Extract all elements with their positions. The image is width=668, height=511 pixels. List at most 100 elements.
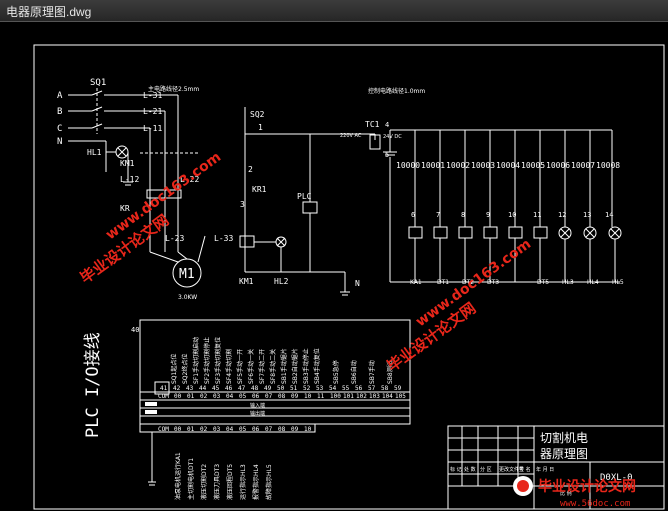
svg-text:45: 45 — [212, 385, 220, 392]
line-l21: L-21 — [143, 107, 162, 116]
svg-text:SB6自动: SB6自动 — [350, 360, 358, 384]
plc-label: PLC — [297, 192, 312, 201]
line-l23: L-23 — [165, 234, 184, 243]
contact-10003: 10003 — [471, 161, 495, 170]
line-l31: L-31 — [143, 91, 162, 100]
footer-brand: 毕业设计论文网 www.56doc.com — [513, 476, 636, 509]
hl2-label: HL2 — [274, 277, 289, 286]
svg-text:SB4手动复位: SB4手动复位 — [313, 348, 321, 384]
node-3: 3 — [240, 200, 245, 209]
title-bar: 电器原理图.dwg — [0, 0, 668, 22]
line-l12: L-12 — [120, 175, 139, 184]
drawing-number: D0XL-0 — [600, 473, 633, 483]
contact-10008: 10008 — [596, 161, 620, 170]
svg-text:05: 05 — [239, 393, 247, 400]
svg-text:9: 9 — [486, 211, 490, 219]
svg-text:14: 14 — [605, 211, 613, 219]
svg-text:06: 06 — [252, 393, 260, 400]
svg-text:01: 01 — [187, 393, 195, 400]
svg-text:报警指示HL4: 报警指示HL4 — [252, 464, 260, 500]
svg-text:51: 51 — [290, 385, 298, 392]
phase-c: C — [57, 124, 62, 134]
svg-text:8: 8 — [461, 211, 465, 219]
svg-text:HL3: HL3 — [562, 279, 574, 286]
main-wire-note: 主电路线径2.5mm — [148, 85, 199, 93]
svg-text:液压刀具DT3: 液压刀具DT3 — [213, 464, 221, 500]
tb-row-count: 处 数 — [464, 466, 476, 473]
node-1: 1 — [258, 123, 263, 132]
km1-label: KM1 — [120, 159, 135, 168]
plc-power-box — [154, 381, 170, 395]
svg-text:10: 10 — [304, 426, 312, 433]
plc-io-label: PLC I/O接线 — [83, 332, 103, 438]
svg-text:DT3: DT3 — [487, 279, 499, 286]
svg-text:101: 101 — [343, 393, 354, 400]
svg-text:03: 03 — [213, 393, 221, 400]
svg-text:103: 103 — [369, 393, 380, 400]
svg-text:主切割电机DT1: 主切割电机DT1 — [187, 458, 195, 500]
svg-text:DT1: DT1 — [437, 279, 449, 286]
phase-b: B — [57, 107, 62, 117]
load-labels: KA1 DT1 DT2 DT3 DT5 HL3 HL4 HL5 — [410, 279, 624, 286]
svg-text:SQ1起点位: SQ1起点位 — [170, 354, 178, 384]
svg-text:102: 102 — [356, 393, 367, 400]
control-contacts: 10000 10001 10002 10003 10004 10005 1000… — [396, 161, 620, 170]
tc1-label: TC1 — [365, 120, 380, 129]
control-branches — [414, 130, 613, 227]
line-l22: L-22 — [180, 175, 199, 184]
svg-text:49: 49 — [264, 385, 272, 392]
svg-text:48: 48 — [251, 385, 259, 392]
svg-text:09: 09 — [291, 426, 299, 433]
svg-text:HL5: HL5 — [612, 279, 624, 286]
terminal-block-2 — [145, 410, 157, 414]
tc-primary: 220V AC — [340, 133, 362, 139]
drawing-canvas[interactable]: SQ1 A B C N L-31 L-21 L-11 主电路线径2.5mm HL… — [0, 22, 668, 511]
contact-10004: 10004 — [496, 161, 520, 170]
svg-text:油泵电机运行KA1: 油泵电机运行KA1 — [174, 452, 182, 500]
terminal-block-1 — [145, 402, 157, 406]
svg-text:06: 06 — [252, 426, 260, 433]
svg-text:09: 09 — [291, 393, 299, 400]
title-block — [447, 425, 665, 510]
tb-scale: 比 例 — [560, 490, 572, 497]
svg-text:SF2手动切割停止: SF2手动切割停止 — [203, 337, 211, 384]
contact-10005: 10005 — [521, 161, 545, 170]
svg-text:DT2: DT2 — [462, 279, 474, 286]
svg-text:105: 105 — [395, 393, 406, 400]
title-line-1: 切割机电 — [540, 430, 588, 445]
phase-n: N — [57, 137, 62, 147]
svg-text:03: 03 — [213, 426, 221, 433]
svg-text:12: 12 — [558, 211, 566, 219]
svg-text:02: 02 — [200, 393, 208, 400]
svg-text:58: 58 — [381, 385, 389, 392]
svg-text:毕业设计论文网: 毕业设计论文网 — [538, 478, 636, 495]
svg-text:104: 104 — [382, 393, 393, 400]
tb-row-mark: 标 记 — [450, 466, 462, 473]
line-l33: L-33 — [214, 234, 233, 243]
plc-input-addresses: COM 00 01 02 03 04 05 06 07 08 09 10 11 … — [158, 393, 406, 400]
svg-text:SQ2终点位: SQ2终点位 — [181, 354, 189, 384]
svg-text:SB7手动: SB7手动 — [368, 360, 376, 384]
svg-text:56: 56 — [355, 385, 363, 392]
svg-text:54: 54 — [329, 385, 337, 392]
svg-text:SF7手动二开: SF7手动二开 — [258, 349, 266, 384]
svg-text:www.56doc.com: www.56doc.com — [560, 499, 630, 509]
svg-text:07: 07 — [265, 426, 273, 433]
svg-text:7: 7 — [436, 211, 440, 219]
svg-text:11: 11 — [533, 211, 541, 219]
plc-output-labels: 油泵电机运行KA1 主切割电机DT1 液压切割DT2 液压刀具DT3 液压回程D… — [174, 452, 273, 500]
svg-text:43: 43 — [186, 385, 194, 392]
svg-text:57: 57 — [368, 385, 376, 392]
svg-text:SB3手动停止: SB3手动停止 — [302, 348, 310, 384]
hl1-label: HL1 — [87, 148, 102, 157]
schematic-drawing: SQ1 A B C N L-31 L-21 L-11 主电路线径2.5mm HL… — [33, 44, 665, 510]
svg-text:运行指示HL3: 运行指示HL3 — [239, 464, 247, 500]
neutral-label: N — [355, 279, 360, 288]
control-loads — [408, 226, 622, 282]
svg-text:KA1: KA1 — [410, 279, 422, 286]
output-row-label: 输出端 — [250, 410, 265, 417]
motor-power: 3.0KW — [178, 294, 197, 301]
svg-text:41: 41 — [160, 385, 168, 392]
tc-secondary: 24V DC — [383, 134, 402, 140]
svg-text:10: 10 — [304, 393, 312, 400]
